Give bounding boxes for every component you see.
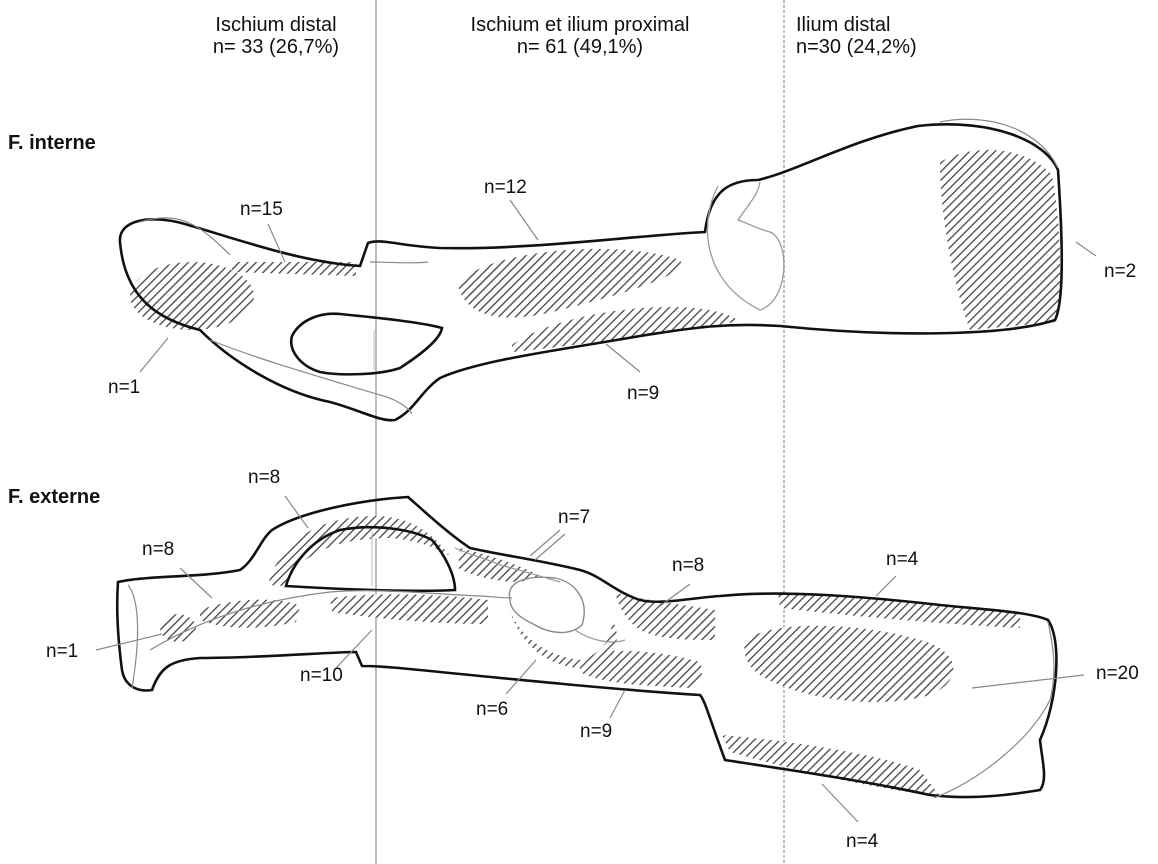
label-ext-ilium-neck: n=9 — [580, 721, 613, 742]
internal-thin-contour-4 — [939, 118, 1059, 169]
label-int-body-lower: n=9 — [627, 383, 660, 404]
external-face-bone — [95, 495, 1085, 823]
leader-int-ischium-upper — [267, 223, 286, 263]
leader-ext-acetabulum-top — [529, 529, 561, 557]
internal-thin-contour-1 — [139, 217, 231, 256]
label-ext-ischium-end: n=1 — [46, 641, 79, 662]
label-ext-foramen-top: n=8 — [248, 467, 281, 488]
leader-ext-ilium-bottom — [821, 783, 859, 823]
leader-ext-acetabulum-top-2 — [534, 533, 566, 561]
label-ext-acetabulum-right: n=8 — [672, 555, 705, 576]
face-title-external: F. externe — [8, 486, 101, 508]
label-ext-ischium-lower: n=10 — [300, 665, 343, 686]
hatch-ext-ilium-top — [778, 592, 1020, 628]
label-int-ischium-lower: n=1 — [108, 377, 141, 398]
zone-name: Ischium distal — [215, 14, 337, 36]
internal-thin-contour-3 — [706, 181, 785, 311]
label-int-body-upper: n=12 — [484, 177, 527, 198]
label-ext-ilium-bottom: n=4 — [846, 831, 879, 852]
face-title-internal: F. interne — [8, 132, 96, 154]
leader-ext-acetabulum-bottom — [505, 659, 537, 695]
hatch-ext-foramen-rim — [268, 515, 450, 586]
label-int-ischium-upper: n=15 — [240, 199, 283, 220]
leader-ext-ilium-top — [875, 575, 897, 597]
external-thin-contour-1 — [127, 584, 139, 689]
hatch-int-ilium — [940, 149, 1061, 330]
hatch-ext-ilium-neck — [580, 651, 702, 688]
zone-header-ischium-ilium-proximal: Ischium et ilium proximal n= 61 (49,1%) — [430, 14, 730, 58]
hatch-int-body-lower — [512, 306, 735, 352]
external-thin-contour-4 — [933, 621, 1055, 799]
hatch-ext-ischium-tuber — [200, 599, 300, 628]
label-ext-ilium-top: n=4 — [886, 549, 919, 570]
zone-header-ilium-distal: Ilium distal n=30 (24,2%) — [796, 14, 966, 58]
leader-int-body-upper — [509, 199, 539, 241]
internal-thin-contour-5 — [209, 339, 413, 415]
external-bone-outline — [115, 495, 1058, 799]
label-ext-acetabulum-bottom: n=6 — [476, 699, 509, 720]
hatch-ext-acetabulum-right — [615, 592, 715, 640]
label-ext-ilium-center: n=20 — [1096, 663, 1139, 684]
leader-int-ischium-lower — [139, 337, 169, 373]
hatch-int-body-upper — [458, 248, 682, 318]
zone-count: n=30 (24,2%) — [796, 36, 917, 58]
internal-face-bone — [118, 118, 1097, 422]
internal-thin-contour-2 — [369, 261, 429, 264]
leader-ext-ilium-center — [971, 674, 1085, 689]
external-thin-contour-6 — [574, 629, 626, 643]
hatch-ext-ilium-bottom — [722, 735, 940, 796]
leader-ext-ilium-neck — [609, 689, 626, 719]
leader-int-body-lower — [605, 343, 641, 373]
leader-int-ilium — [1075, 241, 1097, 257]
internal-foramen — [289, 312, 444, 376]
label-int-ilium: n=2 — [1104, 261, 1137, 282]
leader-ext-ischium-end — [95, 633, 163, 651]
leader-ext-acetabulum-right — [659, 583, 691, 607]
zone-header-ischium-distal: Ischium distal n= 33 (26,7%) — [186, 14, 366, 58]
zone-count: n= 61 (49,1%) — [516, 36, 644, 58]
leader-ext-ischium-tuber — [179, 567, 213, 599]
hatch-ext-ischium-lower — [330, 594, 488, 624]
hatch-ext-ischium-end — [160, 614, 196, 642]
external-thin-contour-3 — [454, 547, 561, 583]
leader-ext-foramen-top — [284, 495, 309, 529]
external-foramen — [284, 525, 457, 593]
external-acetabulum — [508, 576, 585, 634]
zone-count: n= 33 (26,7%) — [212, 36, 340, 58]
hatch-int-ischium-end — [130, 262, 254, 330]
leader-ext-ischium-lower — [335, 629, 373, 669]
hatch-ext-ilium-center — [744, 625, 954, 703]
external-thin-contour-2 — [149, 590, 513, 651]
label-ext-acetabulum-top: n=7 — [558, 507, 591, 528]
label-ext-ischium-tuber: n=8 — [142, 539, 175, 560]
zone-name: Ilium distal — [796, 14, 891, 36]
internal-bone-outline — [118, 123, 1064, 422]
zone-name: Ischium et ilium proximal — [470, 14, 690, 36]
hatch-int-ischium-upper — [232, 262, 356, 276]
